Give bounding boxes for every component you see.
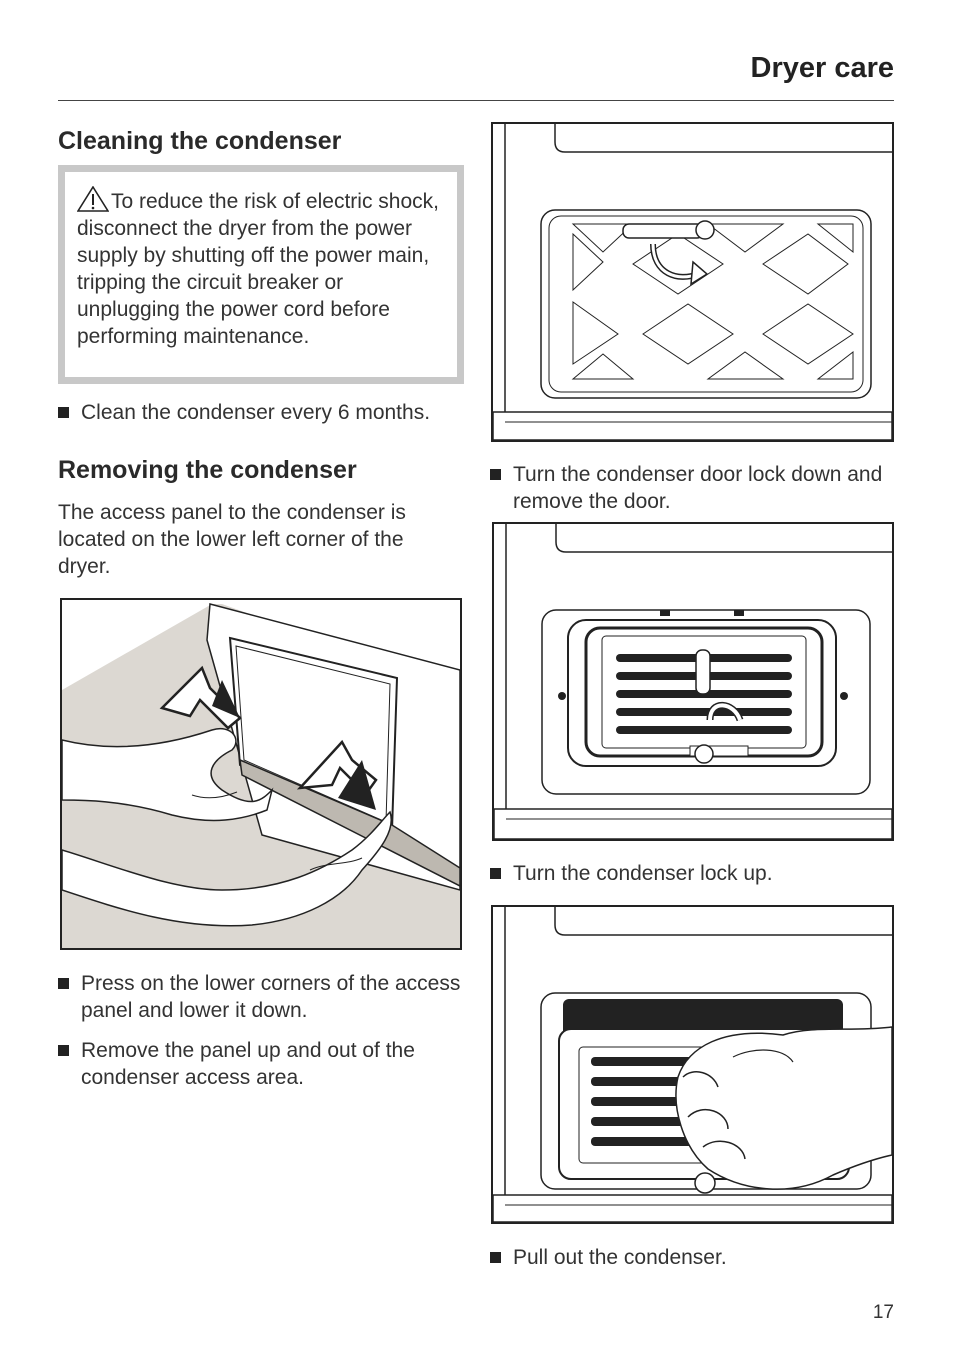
access-panel-illustration [62,603,460,948]
figure-pull-condenser [491,905,894,1224]
bullet-square-icon [490,1252,501,1263]
bullet-square-icon [490,469,501,480]
list-item: Clean the condenser every 6 months. [58,399,478,429]
figure-condenser-lock [492,522,894,841]
warning-inner: To reduce the risk of electric shock, di… [65,172,457,377]
removing-intro: The access panel to the condenser is loc… [58,501,406,578]
bullet-text: Remove the panel up and out of the conde… [81,1039,415,1089]
bullet-square-icon [58,978,69,989]
warning-triangle-icon [76,185,110,212]
list-item: Remove the panel up and out of the conde… [58,1037,458,1097]
bullet-square-icon [58,407,69,418]
figure-access-panel [60,598,462,950]
condenser-door-illustration [493,124,892,440]
bullet-text: Clean the condenser every 6 months. [81,401,431,424]
cleaning-heading: Cleaning the condenser [58,127,342,155]
section-title: Dryer care [750,52,895,84]
page-number: 17 [872,1302,894,1323]
removing-heading: Removing the condenser [58,456,357,484]
list-item: Pull out the condenser. [490,1244,890,1274]
condenser-lock-illustration [494,524,892,839]
bullet-text: Press on the lower corners of the access… [81,972,461,1022]
bullet-text: Pull out the condenser. [513,1246,727,1269]
header-rule [58,100,894,101]
bullet-square-icon [490,868,501,879]
pull-condenser-illustration [493,907,892,1222]
figure-condenser-door [491,122,894,442]
bullet-square-icon [58,1045,69,1056]
list-item: Press on the lower corners of the access… [58,970,461,1030]
bullet-text: Turn the condenser door lock down and re… [513,463,883,513]
list-item: Turn the condenser lock up. [490,860,890,890]
warning-text: To reduce the risk of electric shock, di… [77,190,439,348]
list-item: Turn the condenser door lock down and re… [490,461,890,521]
warning-box: To reduce the risk of electric shock, di… [58,165,464,384]
bullet-text: Turn the condenser lock up. [513,862,773,885]
